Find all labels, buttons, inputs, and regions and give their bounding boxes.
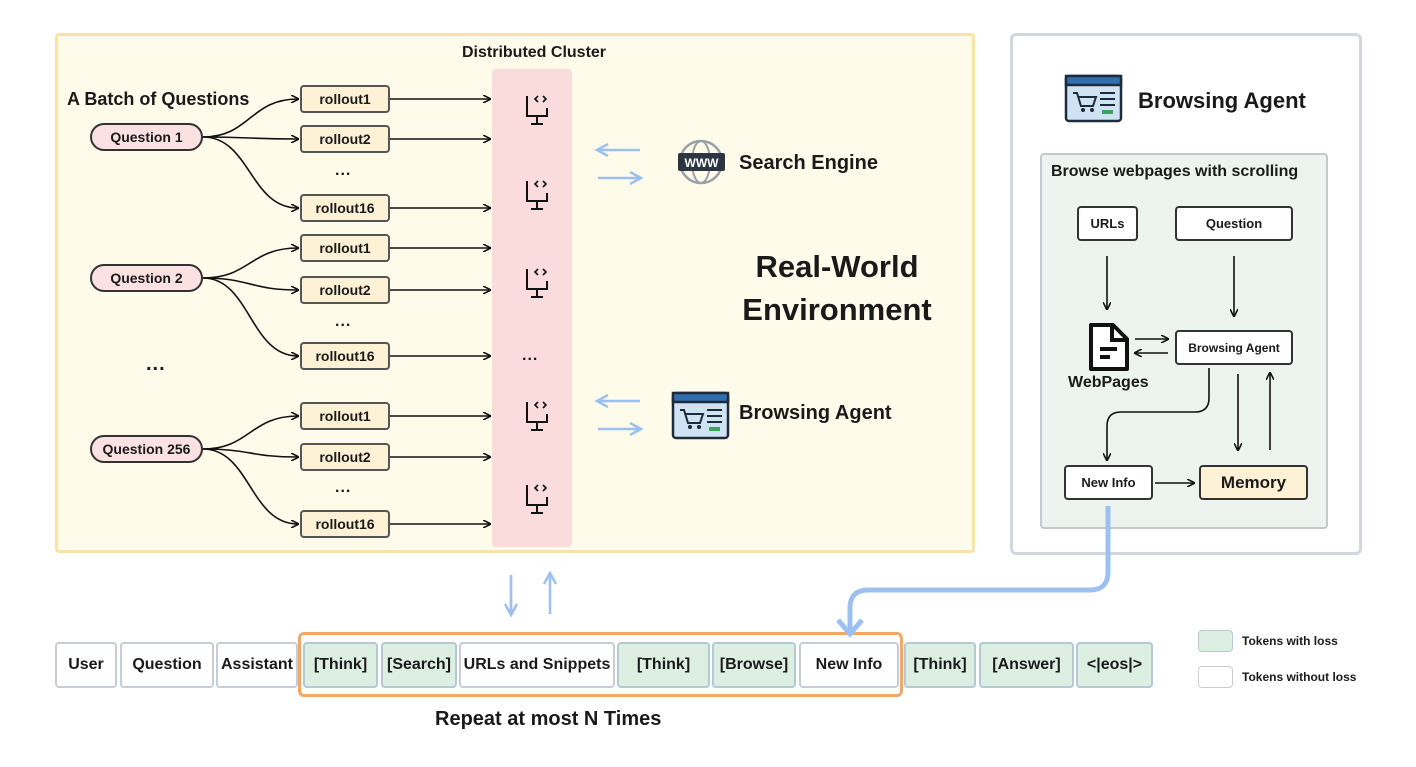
legend-without-loss: Tokens without loss	[1242, 670, 1357, 684]
question-pill: Question 1	[90, 123, 203, 151]
questions-ellipsis: ...	[146, 353, 166, 375]
monitor-icon	[526, 95, 548, 125]
browser-shop-icon	[671, 391, 730, 440]
legend-with-loss: Tokens with loss	[1242, 634, 1338, 648]
question-pill: Question 256	[90, 435, 203, 463]
new-info-route-head	[836, 618, 864, 638]
legend-swatch-no-loss	[1198, 666, 1233, 688]
browsing-agent-label: Browsing Agent	[739, 402, 892, 424]
token: New Info	[799, 642, 899, 688]
legend-swatch-loss	[1198, 630, 1233, 652]
www-badge: WWW	[685, 156, 720, 170]
environment-title-line1: Real-World	[755, 249, 919, 284]
urls-box: URLs	[1077, 206, 1138, 241]
rollout-box: rollout1	[300, 234, 390, 262]
token: Question	[120, 642, 214, 688]
monitor-icon	[526, 180, 548, 210]
token: [Think]	[303, 642, 378, 688]
env-arrows	[511, 150, 640, 614]
distributed-cluster-column	[492, 69, 572, 547]
agent-panel-subtitle: Browse webpages with scrolling	[1051, 163, 1299, 180]
search-engine-label: Search Engine	[739, 152, 878, 174]
document-icon	[1089, 323, 1129, 371]
rollout-arrows	[390, 99, 490, 524]
batch-title: A Batch of Questions	[67, 89, 250, 109]
rollout-box: rollout1	[300, 85, 390, 113]
token: [Answer]	[979, 642, 1074, 688]
environment-title-line2: Environment	[742, 292, 932, 327]
rollout-ellipsis: ...	[335, 313, 352, 330]
question-pill: Question 2	[90, 264, 203, 292]
question-box: Question	[1175, 206, 1293, 241]
rollout-ellipsis: ...	[335, 479, 352, 496]
token: [Browse]	[712, 642, 796, 688]
token: Assistant	[216, 642, 298, 688]
environment-title: Real-World Environment	[720, 245, 954, 331]
agent-box: Browsing Agent	[1175, 330, 1293, 365]
rollout-box: rollout16	[300, 510, 390, 538]
repeat-label: Repeat at most N Times	[435, 708, 662, 730]
globe-icon: WWW	[678, 139, 725, 185]
token: [Think]	[904, 642, 976, 688]
browser-shop-icon	[1064, 74, 1123, 123]
new-info-route	[847, 506, 1111, 630]
rollout-box: rollout1	[300, 402, 390, 430]
rollout-ellipsis: ...	[335, 162, 352, 179]
rollout-box: rollout16	[300, 342, 390, 370]
monitor-icon	[526, 268, 548, 298]
rollout-box: rollout2	[300, 276, 390, 304]
token: URLs and Snippets	[459, 642, 615, 688]
agent-panel-title: Browsing Agent	[1138, 88, 1306, 113]
rollout-box: rollout16	[300, 194, 390, 222]
repeat-frame	[298, 632, 903, 697]
token: [Think]	[617, 642, 710, 688]
webpages-label: WebPages	[1068, 374, 1149, 391]
token: [Search]	[381, 642, 457, 688]
cluster-title: Distributed Cluster	[462, 44, 607, 61]
rollout-box: rollout2	[300, 443, 390, 471]
memory-box: Memory	[1199, 465, 1308, 500]
fanout-connectors	[202, 99, 298, 524]
token: User	[55, 642, 117, 688]
token: <|eos|>	[1076, 642, 1153, 688]
monitor-icons	[526, 95, 548, 514]
monitor-icon	[526, 401, 548, 431]
agent-flow-arrows	[1107, 256, 1270, 483]
cluster-ellipsis: ...	[522, 347, 539, 364]
monitor-icon	[526, 484, 548, 514]
rollout-box: rollout2	[300, 125, 390, 153]
new-info-box: New Info	[1064, 465, 1153, 500]
